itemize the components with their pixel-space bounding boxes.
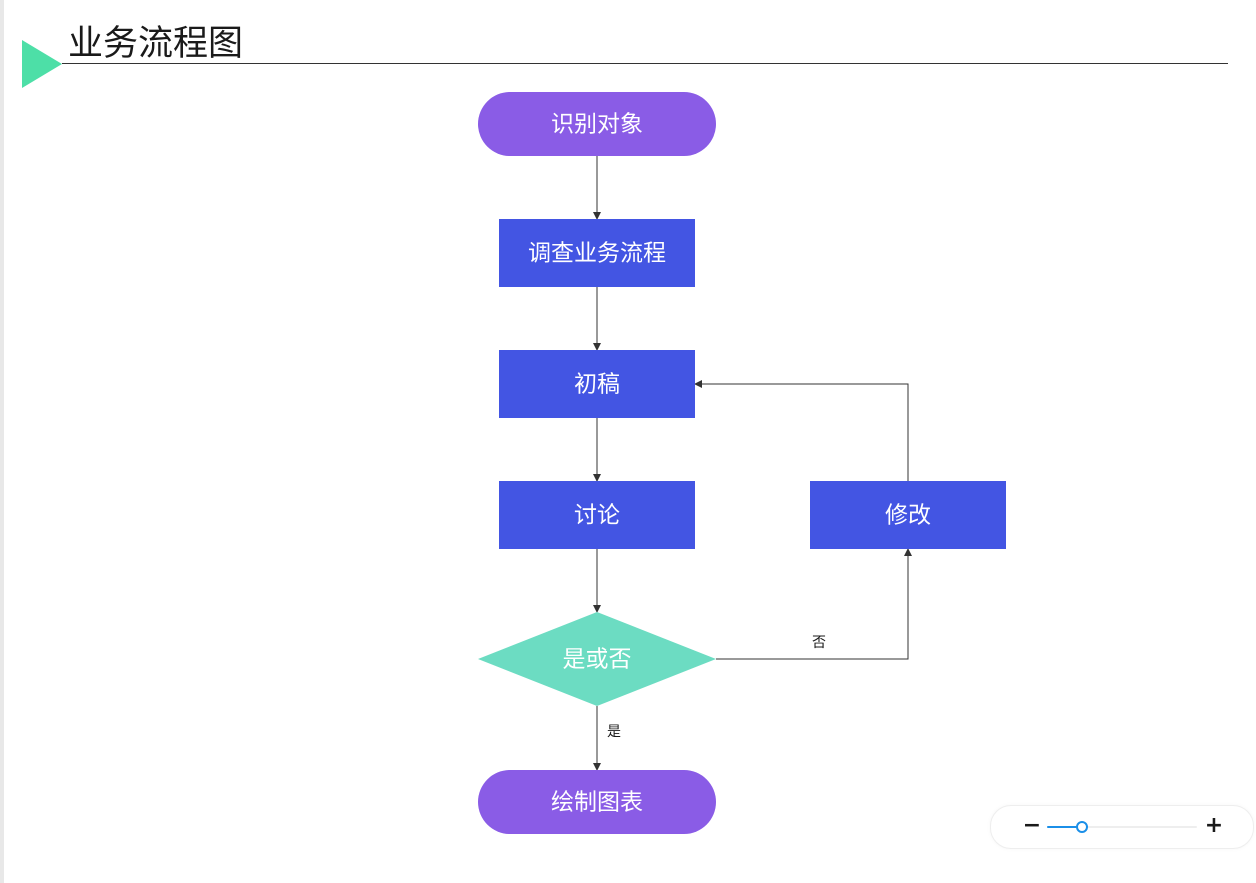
node-survey-shape	[499, 219, 695, 287]
node-survey[interactable]: 调查业务流程	[499, 219, 695, 287]
node-decision-shape	[478, 612, 716, 706]
node-start[interactable]: 识别对象	[478, 92, 716, 156]
node-draft-label: 初稿	[574, 372, 620, 398]
plus-icon[interactable]: +	[1204, 813, 1224, 838]
node-decision-label: 是或否	[563, 647, 632, 673]
node-revise-shape	[810, 481, 1006, 549]
zoom-slider-fill	[1047, 826, 1082, 828]
node-draft-shape	[499, 350, 695, 418]
node-end[interactable]: 绘制图表	[478, 770, 716, 834]
node-draft[interactable]: 初稿	[499, 350, 695, 418]
node-discuss-label: 讨论	[574, 503, 620, 529]
edge-decision-to-revise	[716, 548, 912, 660]
edge-label-yes: 是	[607, 724, 621, 740]
zoom-control: − +	[990, 805, 1254, 849]
title-triangle-icon	[22, 40, 62, 88]
edge-revise-to-draft	[694, 380, 909, 481]
node-end-shape	[478, 770, 716, 834]
edge-label-no: 否	[812, 635, 826, 651]
node-start-shape	[478, 92, 716, 156]
node-discuss[interactable]: 讨论	[499, 481, 695, 549]
title-divider	[62, 63, 1228, 64]
node-survey-label: 调查业务流程	[528, 241, 666, 267]
minus-icon[interactable]: −	[1022, 813, 1042, 838]
node-end-label: 绘制图表	[551, 790, 643, 816]
zoom-slider-track[interactable]	[1047, 821, 1197, 833]
page-title: 业务流程图	[68, 24, 244, 64]
node-start-label: 识别对象	[551, 112, 643, 138]
node-revise-label: 修改	[885, 503, 931, 529]
zoom-slider-thumb[interactable]	[1076, 821, 1088, 833]
node-revise[interactable]: 修改	[810, 481, 1006, 549]
node-decision[interactable]: 是或否	[478, 612, 716, 706]
node-discuss-shape	[499, 481, 695, 549]
left-edge	[0, 0, 4, 883]
